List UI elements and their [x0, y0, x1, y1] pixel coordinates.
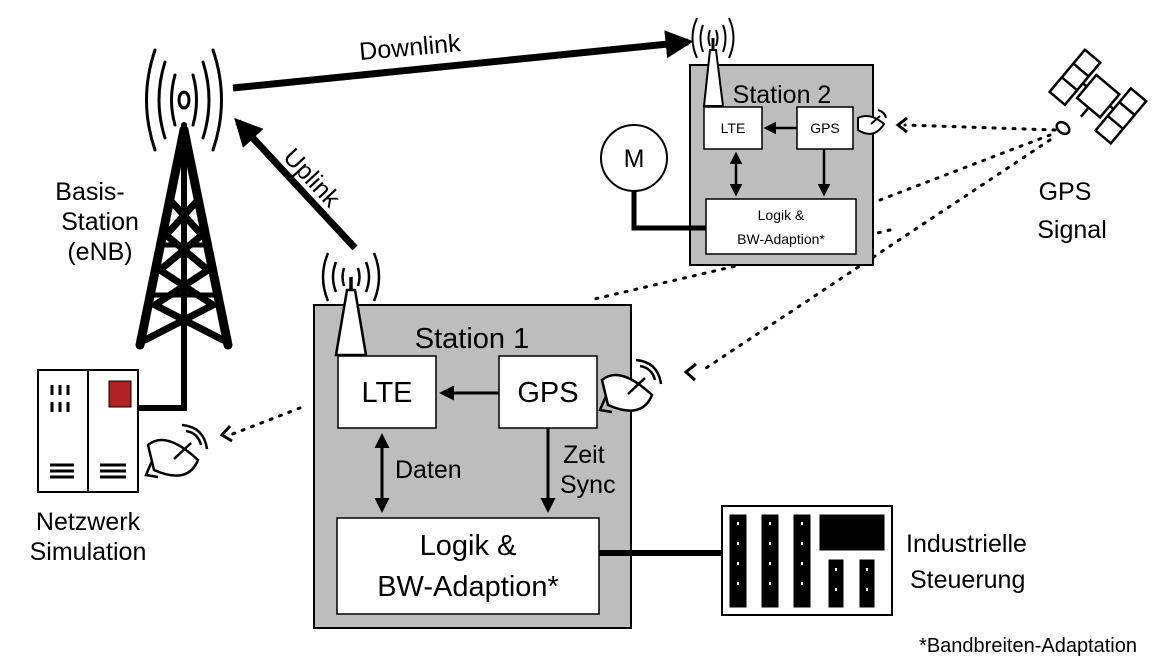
network-simulation-label-1: Netzwerk [36, 508, 141, 536]
station1-title: Station 1 [415, 323, 529, 355]
station1-antenna-icon [321, 252, 381, 357]
base-station-label-1: Basis- [55, 178, 124, 206]
satellite-icon [1047, 48, 1148, 146]
station1-gps-box [498, 355, 598, 429]
station1-logic-label-1: Logik & [420, 530, 517, 562]
station2-antenna-icon [691, 17, 735, 107]
network-simulation-label-2: Simulation [30, 538, 147, 566]
gps-signal-arrowheads [219, 116, 908, 443]
network-simulation-rack-icon [37, 369, 139, 493]
downlink-label: Downlink [358, 29, 462, 66]
network-simulation-dish-icon [144, 423, 209, 479]
footnote: *Bandbreiten-Adaptation [919, 635, 1137, 657]
station2-lte-box [703, 106, 763, 150]
industrial-control-label-1: Industrielle [906, 530, 1027, 558]
motor-cable [631, 191, 706, 231]
station1-lte-box [337, 355, 437, 429]
station1-time-label-1: Zeit [563, 441, 605, 469]
gps-signal-label-2: Signal [1037, 216, 1107, 244]
downlink-arrow [232, 30, 694, 92]
station2-title: Station 2 [733, 81, 832, 109]
gps-signal-label-1: GPS [1039, 178, 1092, 206]
motor-label: M [624, 145, 645, 173]
station2-logic-box [705, 198, 857, 255]
station1-time-label-2: Sync [560, 471, 616, 499]
base-station-label-2: Station [61, 208, 139, 236]
station1-logic-label-2: BW-Adaption* [377, 571, 559, 603]
station1-data-label: Daten [395, 456, 462, 484]
industrial-control-icon [721, 505, 893, 616]
uplink-arrow [234, 117, 358, 251]
station2-logic-label-1: Logik & [758, 207, 805, 223]
station1-dish-icon [598, 358, 663, 414]
base-station-tower-icon [135, 48, 233, 411]
station2-gps-label: GPS [810, 120, 840, 136]
station2-dish-icon [857, 109, 887, 135]
industrial-control-label-2: Steuerung [910, 566, 1025, 594]
base-station-label-3: (eNB) [67, 238, 132, 266]
station1-logic-box [336, 517, 600, 615]
station2-gps-box [796, 106, 854, 150]
station2-lte-label: LTE [721, 120, 746, 136]
station1-gps-label: GPS [517, 377, 578, 409]
station2-logic-label-2: BW-Adaption* [737, 231, 825, 247]
station1-lte-label: LTE [361, 377, 412, 409]
